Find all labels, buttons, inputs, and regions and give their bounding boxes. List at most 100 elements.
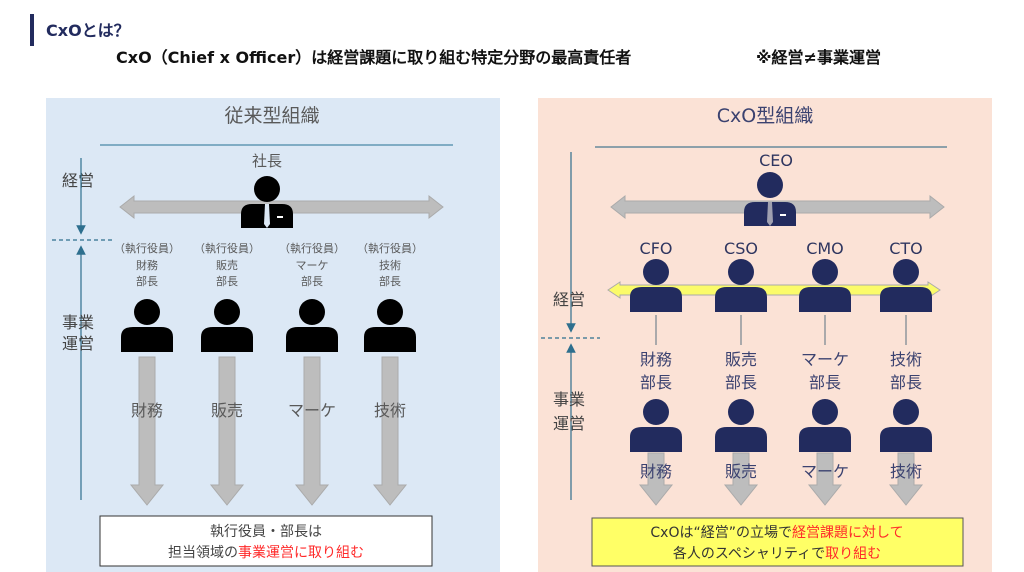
person-head bbox=[893, 259, 919, 285]
manager-title-label: 部長 bbox=[725, 373, 757, 392]
axis-operations-label-1: 事業 bbox=[553, 390, 585, 409]
note: ※経営≠事業運営 bbox=[756, 48, 881, 67]
business-area-label: 販売 bbox=[725, 462, 757, 481]
department-label: 技術 bbox=[379, 259, 401, 272]
department-label: 技術 bbox=[890, 350, 922, 369]
manager-title-label: 部長 bbox=[640, 373, 672, 392]
manager-person-icon bbox=[630, 399, 682, 452]
president-person-icon bbox=[241, 176, 293, 228]
officer-label: CSO bbox=[724, 239, 758, 258]
officer-person-icon bbox=[799, 259, 851, 312]
manager-person-icon bbox=[286, 299, 338, 352]
summary-highlight: 経営課題に対して bbox=[792, 525, 904, 541]
cxo-org-panel: CxO型組織 CEO 経営 事業 運営 CFO財務部長財務CSO販売部長販売CM… bbox=[538, 98, 992, 572]
person-body bbox=[121, 327, 173, 352]
business-area-label: 財務 bbox=[131, 401, 163, 420]
manager-person-icon bbox=[880, 399, 932, 452]
department-label: 販売 bbox=[216, 259, 238, 272]
officer-person-icon bbox=[630, 259, 682, 312]
summary-plain: 各人のスペシャリティで bbox=[673, 546, 825, 562]
officer-label: CMO bbox=[806, 239, 844, 258]
person-head bbox=[812, 399, 838, 425]
traditional-summary-line1: 執行役員・部長は bbox=[210, 524, 322, 540]
summary-plain: 担当領域の bbox=[168, 544, 238, 561]
down-arrow bbox=[888, 452, 924, 506]
person-head bbox=[728, 399, 754, 425]
business-area-label: 技術 bbox=[374, 401, 406, 420]
person-body bbox=[630, 287, 682, 312]
manager-title-label: 部長 bbox=[301, 274, 323, 288]
person-head bbox=[299, 299, 325, 325]
president-label: 社長 bbox=[252, 152, 282, 170]
manager-person-icon bbox=[799, 399, 851, 452]
cxo-summary-box bbox=[591, 517, 964, 567]
down-arrow bbox=[723, 452, 759, 506]
department-label: マーケ bbox=[801, 350, 849, 369]
business-area-label: 技術 bbox=[890, 462, 922, 481]
left-panel-title: 従来型組織 bbox=[224, 105, 319, 127]
axis-operations-label-2: 運営 bbox=[62, 334, 94, 353]
person-head bbox=[893, 399, 919, 425]
person-head bbox=[812, 259, 838, 285]
department-label: 財務 bbox=[136, 258, 158, 272]
section-title: CxOとは？ bbox=[46, 21, 130, 40]
executive-role-label: （執行役員） bbox=[357, 241, 423, 255]
traditional-org-panel: 従来型組織 社長 経営 事業 運営 （執行役員）財務部長財務（執行役員）販売部長… bbox=[46, 98, 500, 572]
subtitle: CxO（Chief x Officer）は経営課題に取り組む特定分野の最高責任者 bbox=[116, 48, 631, 67]
person-head bbox=[134, 299, 160, 325]
business-area-label: 販売 bbox=[211, 401, 243, 420]
person-body bbox=[201, 327, 253, 352]
person-body bbox=[364, 327, 416, 352]
manager-title-label: 部長 bbox=[216, 274, 238, 288]
summary-plain: CxOは“経営”の立場で bbox=[650, 525, 792, 541]
axis-operations-label-1: 事業 bbox=[62, 313, 94, 332]
summary-highlight: 事業運営に取り組む bbox=[238, 545, 364, 561]
department-label: 財務 bbox=[640, 350, 672, 369]
department-label: 販売 bbox=[725, 350, 757, 369]
ceo-label: CEO bbox=[759, 151, 793, 170]
person-head bbox=[728, 259, 754, 285]
person-head bbox=[377, 299, 403, 325]
right-panel-title: CxO型組織 bbox=[717, 105, 813, 127]
manager-title-label: 部長 bbox=[136, 274, 158, 288]
officer-person-icon bbox=[880, 259, 932, 312]
executive-role-label: （執行役員） bbox=[194, 241, 260, 255]
executive-role-label: （執行役員） bbox=[279, 241, 345, 255]
person-body bbox=[880, 427, 932, 452]
manager-title-label: 部長 bbox=[890, 373, 922, 392]
manager-title-label: 部長 bbox=[809, 373, 841, 392]
manager-person-icon bbox=[364, 299, 416, 352]
cxo-summary-line2: 各人のスペシャリティで取り組む bbox=[673, 546, 881, 562]
manager-person-icon bbox=[201, 299, 253, 352]
down-arrow bbox=[372, 356, 408, 506]
person-body bbox=[799, 287, 851, 312]
person-body bbox=[715, 427, 767, 452]
business-area-label: マーケ bbox=[801, 462, 849, 481]
person-body bbox=[799, 427, 851, 452]
officer-label: CTO bbox=[889, 239, 923, 258]
down-arrow bbox=[129, 356, 165, 506]
person-head bbox=[643, 259, 669, 285]
axis-management-label: 経営 bbox=[62, 171, 94, 190]
person-body bbox=[286, 327, 338, 352]
business-area-label: 財務 bbox=[640, 462, 672, 481]
summary-highlight: 取り組む bbox=[825, 546, 881, 562]
manager-title-label: 部長 bbox=[379, 274, 401, 288]
person-body bbox=[630, 427, 682, 452]
ceo-person-icon bbox=[744, 172, 796, 226]
traditional-summary-line2: 担当領域の事業運営に取り組む bbox=[168, 544, 364, 561]
person-head bbox=[643, 399, 669, 425]
cxo-summary-line1: CxOは“経営”の立場で経営課題に対して bbox=[650, 525, 903, 541]
down-arrow bbox=[209, 356, 245, 506]
down-arrow bbox=[807, 452, 843, 506]
business-area-label: マーケ bbox=[288, 401, 336, 420]
